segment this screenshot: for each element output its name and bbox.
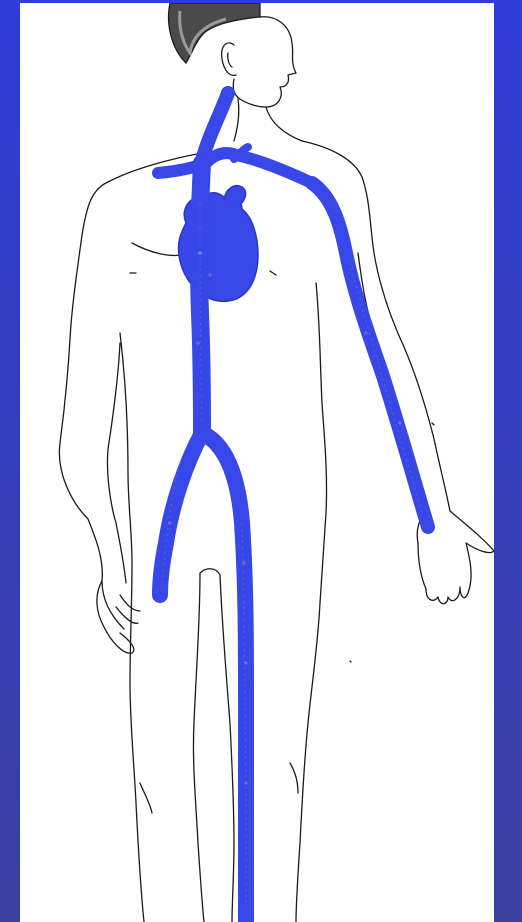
body-outline	[59, 17, 494, 922]
left-iliac-vessel	[160, 433, 202, 595]
illustration-panel	[20, 3, 494, 922]
right-leg-outline	[296, 603, 320, 922]
left-inner-arm	[107, 343, 126, 583]
inner-right-leg	[220, 575, 234, 922]
left-leg-outline	[130, 563, 144, 922]
left-shoulder-outline	[59, 153, 202, 629]
inner-left-leg	[193, 573, 204, 922]
right-torso-side	[316, 283, 327, 603]
arm-vessel	[312, 183, 428, 527]
left-torso-side	[120, 333, 132, 563]
leg-vessel	[202, 433, 246, 922]
vessel-network	[158, 93, 428, 922]
head-outline	[233, 17, 296, 107]
anatomy-diagram	[20, 3, 494, 922]
ear-outline	[222, 43, 236, 75]
